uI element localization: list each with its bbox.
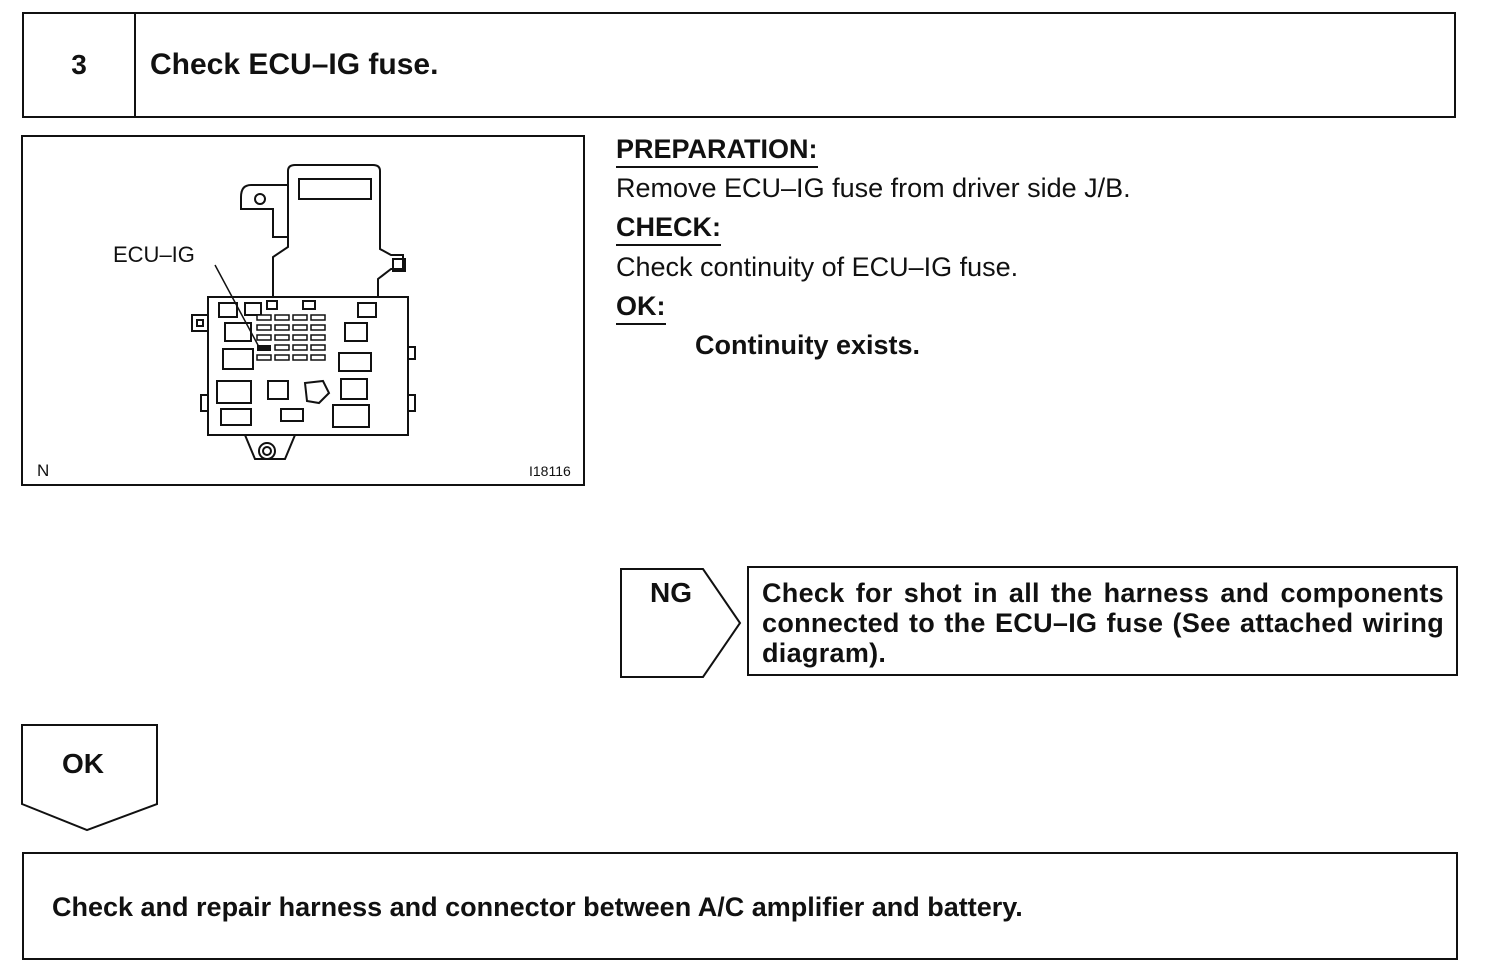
ok-label: OK xyxy=(62,748,104,779)
junction-block-drawing: ECU–IG N I18116 xyxy=(37,164,571,480)
figure-code: I18116 xyxy=(529,463,571,479)
junction-block-illustration: ECU–IG N I18116 xyxy=(21,135,585,486)
figure-corner-letter: N xyxy=(37,461,49,480)
ok-heading: OK: xyxy=(616,290,666,325)
ecu-ig-fuse-highlight xyxy=(257,345,271,351)
ng-label: NG xyxy=(650,577,692,608)
callout-label: ECU–IG xyxy=(113,242,195,267)
check-text: Check continuity of ECU–IG fuse. xyxy=(616,252,1019,282)
ok-criteria-text: Continuity exists. xyxy=(695,330,921,360)
ng-result-text: Check for shot in all the harness and co… xyxy=(762,578,1444,668)
ng-arrow-shape xyxy=(620,568,742,678)
check-heading: CHECK: xyxy=(616,211,721,246)
ok-result-text: Check and repair harness and connector b… xyxy=(52,892,1023,922)
ok-result-box: Check and repair harness and connector b… xyxy=(22,852,1458,960)
callout-leader-line xyxy=(214,264,260,348)
step-number: 3 xyxy=(24,14,136,116)
step-header: 3 Check ECU–IG fuse. xyxy=(22,12,1456,118)
step-title: Check ECU–IG fuse. xyxy=(150,48,439,81)
ok-arrow-shape xyxy=(21,724,158,832)
preparation-text: Remove ECU–IG fuse from driver side J/B. xyxy=(616,173,1131,203)
preparation-heading: PREPARATION: xyxy=(616,133,818,168)
ng-result-box: Check for shot in all the harness and co… xyxy=(747,566,1458,676)
